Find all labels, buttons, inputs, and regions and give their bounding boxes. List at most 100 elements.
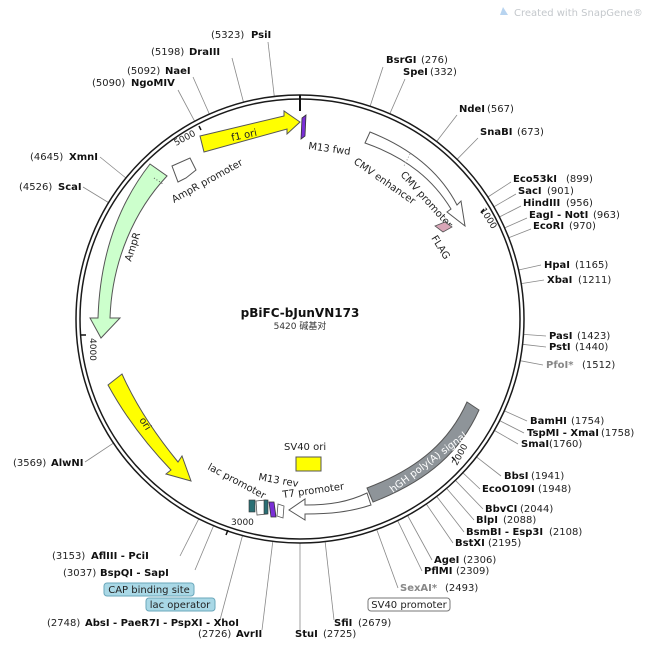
site-snabi-name[interactable]: SnaBI [480,127,512,138]
site-spei-name[interactable]: SpeI [403,67,428,78]
cap-binding-site-box[interactable] [103,582,195,597]
site-absi-pos: (2748) [47,618,80,629]
site-psii-name[interactable]: PsiI [251,30,271,41]
sv40-promoter-box[interactable] [367,597,451,612]
leader-line-pflmi [397,520,423,572]
leader-line-bsrgi [369,66,384,107]
site-agei-name[interactable]: AgeI [434,555,459,566]
leader-line-hpai [518,264,542,271]
lac-operator-box[interactable] [145,597,216,612]
site-naei-name[interactable]: NaeI [165,66,191,77]
cap-binding-site-mark[interactable] [248,499,256,513]
leader-line-eagi [504,217,528,229]
site-afliii-name[interactable]: AflIII - PciI [91,551,149,562]
tick-2000 [451,456,456,461]
site-alwni-name[interactable]: AlwNI [51,458,84,469]
site-bbvci-pos: (2044) [520,504,553,515]
leader-line-naei [192,76,210,115]
tick-3000 [225,529,229,536]
m13-rev-arrow[interactable] [268,501,277,518]
site-absi-name[interactable]: AbsI - PaeR7I - PspXI - XhoI [85,618,239,629]
leader-line-hindiii [499,205,522,218]
ampr-arrow[interactable] [89,163,168,339]
site-eco53ki-pos: (899) [566,174,593,185]
site-tspmi-name[interactable]: TspMI - XmaI [527,428,599,439]
site-bstxi-name[interactable]: BstXI [455,538,485,549]
site-draiii-pos: (5198) [151,47,184,58]
hgh-polya-signal-arrow[interactable] [366,401,480,503]
site-bamhi-name[interactable]: BamHI [530,416,567,427]
leader-line-pfoi [520,360,544,366]
site-bstxi-pos: (2195) [488,538,521,549]
m13-rev-label: M13 rev [257,472,299,490]
site-sexai-name[interactable]: SexAI* [400,583,438,594]
site-tspmi-pos: (1758) [601,428,634,439]
watermark-text: Created with SnapGene® [514,8,643,19]
m13-fwd-arrow[interactable] [300,114,307,140]
leader-line-draiii [231,57,244,103]
leader-line-bbsi [476,456,502,477]
leader-line-bsmbi [436,496,465,533]
site-saci-name[interactable]: SacI [518,186,542,197]
site-stui-name[interactable]: StuI [295,629,318,640]
leader-line-xbai [521,279,545,284]
site-pflmi-pos: (2309) [456,566,489,577]
site-pflmi-name[interactable]: PflMI [424,566,452,577]
t7-promoter-arrow[interactable] [288,492,372,521]
site-scai-name[interactable]: ScaI [58,182,82,193]
m13-fwd-label: M13 fwd [308,141,352,158]
plasmid-name: pBiFC-bJunVN173 [241,306,360,320]
flag-arrow[interactable] [434,221,453,233]
site-agei-pos: (2306) [463,555,496,566]
site-ngomiv-name[interactable]: NgoMIV [131,78,175,89]
lac-operator-label: lac operator [150,600,211,611]
site-bsmbi-name[interactable]: BsmBI - Esp3I [466,527,543,538]
site-sexai-pos: (2493) [445,583,478,594]
leader-line-ndei [436,114,458,142]
plasmid-length: 5420 碱基对 [274,320,327,332]
site-blpi-name[interactable]: BlpI [476,515,498,526]
site-bamhi-pos: (1754) [571,416,604,427]
site-eagi-name[interactable]: EagI - NotI [529,210,588,221]
tick-label-3000: 3000 [231,518,254,528]
site-draiii-name[interactable]: DraIII [189,47,220,58]
site-smai-name[interactable]: SmaI [521,439,549,450]
leader-line-agei [407,515,433,561]
cmv-enhancer-promoter-arrow[interactable] [364,131,466,228]
site-hpai-name[interactable]: HpaI [544,260,570,271]
site-eco53ki-name[interactable]: Eco53kI [513,174,557,185]
site-hindiii-pos: (956) [566,198,593,209]
site-pfoi-name[interactable]: PfoI* [546,360,574,371]
site-xbai-name[interactable]: XbaI [547,275,572,286]
f1-ori-arrow[interactable] [199,110,301,153]
site-bspqi-name[interactable]: BspQI - SapI [100,568,169,579]
site-psti-pos: (1440) [575,342,608,353]
site-sfii-name[interactable]: SfiI [334,618,352,629]
site-blpi-pos: (2088) [503,515,536,526]
ori-arrow[interactable] [107,373,192,482]
site-bbsi-name[interactable]: BbsI [504,471,528,482]
site-pfoi-pos: (1512) [582,360,615,371]
t7-promoter-small-arrow[interactable] [276,503,285,519]
site-avrii-name[interactable]: AvrII [236,629,262,640]
site-bbsi-pos: (1941) [531,471,564,482]
sv40-ori-box[interactable] [295,456,322,472]
site-hindiii-name[interactable]: HindIII [523,198,560,209]
plasmid-center-title: pBiFC-bJunVN173 5420 碱基对 [241,306,360,332]
leader-line-ngomiv [177,89,196,122]
site-psti-name[interactable]: PstI [549,342,571,353]
site-eco0109i-name[interactable]: EcoO109I [482,484,535,495]
lac-operator-mark[interactable] [263,499,269,515]
site-xmni-name[interactable]: XmnI [69,152,98,163]
tick-1000 [480,208,485,214]
site-ecori-name[interactable]: EcoRI [533,221,564,232]
site-bbvci-name[interactable]: BbvCI [485,504,517,515]
site-spei-pos: (332) [430,67,457,78]
ampr-promoter-arrow[interactable] [171,157,197,183]
snapgene-watermark: Created with SnapGene® [500,7,643,19]
site-pasi-name[interactable]: PasI [549,331,572,342]
site-ndei-name[interactable]: NdeI [459,104,485,115]
site-alwni-pos: (3569) [13,458,46,469]
site-psii-pos: (5323) [211,30,244,41]
site-bsrgi-name[interactable]: BsrGI [386,55,416,66]
